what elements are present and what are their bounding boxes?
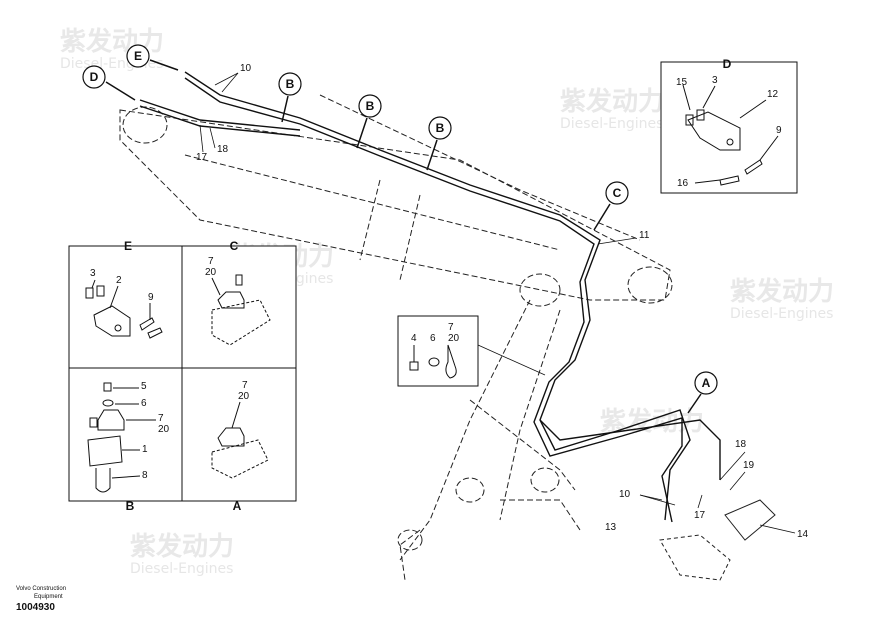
svg-text:11: 11 [639, 230, 650, 241]
svg-text:20: 20 [205, 267, 217, 278]
watermark-subtitle: Diesel-Engines [130, 561, 233, 577]
svg-text:10: 10 [619, 489, 631, 500]
bracket-assembly [659, 499, 776, 581]
svg-text:17: 17 [694, 510, 706, 521]
svg-text:6: 6 [430, 333, 436, 344]
svg-text:18: 18 [217, 144, 229, 155]
svg-text:B: B [436, 121, 445, 135]
svg-text:7: 7 [158, 413, 164, 424]
svg-text:20: 20 [238, 391, 250, 402]
svg-text:6: 6 [141, 398, 147, 409]
svg-text:17: 17 [196, 152, 208, 163]
svg-text:3: 3 [712, 75, 718, 86]
svg-text:4: 4 [411, 333, 417, 344]
main-part-numbers: 10 17 18 11 18 19 10 17 13 14 [196, 63, 809, 540]
svg-text:7: 7 [242, 380, 248, 391]
inset-clamp-detail: 7 20 4 6 [397, 315, 479, 387]
watermark-text: 紫发动力 [130, 531, 234, 562]
detail-b-title: B [126, 499, 135, 513]
svg-text:A: A [702, 376, 711, 390]
svg-text:18: 18 [735, 439, 747, 450]
watermark-subtitle: Diesel-Engines [730, 306, 833, 322]
svg-text:B: B [286, 77, 295, 91]
svg-text:10: 10 [240, 63, 252, 74]
svg-text:9: 9 [148, 292, 154, 303]
svg-text:D: D [90, 70, 99, 84]
callout-b[interactable]: B [426, 116, 452, 171]
detail-c-parts: 7 20 [205, 256, 271, 346]
detail-e-parts: 3 2 9 [85, 268, 163, 339]
svg-text:19: 19 [743, 460, 755, 471]
callout-e[interactable]: E [126, 44, 179, 71]
detail-b-parts: 5 6 7 20 1 8 [87, 381, 170, 493]
callout-a[interactable]: A [687, 371, 718, 414]
svg-text:D: D [723, 57, 732, 71]
watermark-text: 紫发动力 [560, 86, 664, 117]
svg-text:E: E [134, 49, 142, 63]
svg-text:C: C [613, 186, 622, 200]
leader-lines [199, 72, 796, 534]
detail-a-title: A [233, 499, 242, 513]
hydraulic-lines [139, 71, 721, 523]
callout-b[interactable]: B [278, 72, 302, 123]
svg-text:12: 12 [767, 89, 779, 100]
doc-number: 1004930 [16, 602, 55, 613]
svg-text:7: 7 [448, 322, 454, 333]
svg-text:20: 20 [158, 424, 170, 435]
arm-outline [397, 299, 581, 581]
svg-text:5: 5 [141, 381, 147, 392]
svg-text:9: 9 [776, 125, 782, 136]
svg-text:13: 13 [605, 522, 617, 533]
footer-company-sub: Equipment [34, 594, 63, 600]
svg-text:20: 20 [448, 333, 460, 344]
detail-c-title: C [230, 239, 239, 253]
svg-text:2: 2 [116, 275, 122, 286]
svg-text:3: 3 [90, 268, 96, 279]
svg-text:14: 14 [797, 529, 809, 540]
svg-text:16: 16 [677, 178, 689, 189]
boom-outline [119, 94, 673, 307]
footer-company: Volvo Construction [16, 586, 67, 592]
svg-text:1: 1 [142, 444, 148, 455]
detail-e-title: E [124, 239, 132, 253]
svg-text:15: 15 [676, 77, 688, 88]
svg-text:8: 8 [142, 470, 148, 481]
callout-c[interactable]: C [593, 181, 629, 231]
detail-grid: E C B A 3 2 9 7 20 [68, 239, 297, 513]
svg-text:B: B [366, 99, 375, 113]
detail-d-box: D 15 3 12 9 16 [660, 57, 798, 194]
svg-text:7: 7 [208, 256, 214, 267]
watermark-subtitle: Diesel-Engines [560, 116, 663, 132]
watermark-text: 紫发动力 [730, 276, 834, 307]
callout-b[interactable]: B [356, 94, 382, 149]
detail-a-parts: 7 20 [211, 380, 269, 479]
callout-d[interactable]: D [82, 65, 136, 101]
